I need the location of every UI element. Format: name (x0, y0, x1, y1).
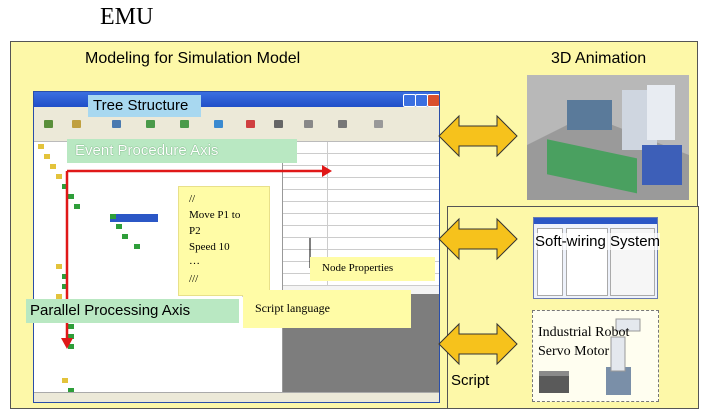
script-line: … (189, 255, 200, 267)
script-label: Script (451, 372, 490, 389)
tree-node-selected (110, 214, 158, 222)
close-icon (427, 94, 439, 107)
animation-heading: 3D Animation (551, 50, 647, 67)
softwiring-thumbnail (533, 217, 658, 299)
servo-motor-image (539, 371, 569, 393)
script-line: // (189, 193, 196, 205)
property-row (283, 202, 439, 214)
toolbar-icon (214, 120, 223, 128)
script-line: Speed 10 (189, 241, 230, 253)
property-row (283, 178, 439, 190)
parallel-processing-axis-label: Parallel Processing Axis (26, 299, 239, 323)
robot-label-line2: Servo Motor (538, 344, 610, 359)
diagram-title: EMU (100, 4, 154, 30)
toolbar-icon (374, 120, 383, 128)
tree-structure-label: Tree Structure (88, 95, 201, 117)
parallel-axis-arrowhead (61, 338, 73, 349)
script-line: /// (189, 273, 199, 285)
softwiring-label: Soft-wiring System (535, 233, 661, 250)
script-line: Move P1 to (189, 209, 241, 221)
event-procedure-axis-label: Event Procedure Axis (67, 139, 297, 163)
toolbar-icon (146, 120, 155, 128)
double-headed-arrow-icon (438, 114, 518, 158)
script-line: P2 (189, 225, 201, 237)
toolbar-icon (246, 120, 255, 128)
toolbar-icon (338, 120, 347, 128)
property-row (283, 142, 439, 154)
toolbar-icon (180, 120, 189, 128)
robot-label-line1: Industrial Robot (538, 325, 630, 340)
property-row (283, 154, 439, 166)
robot-arm-image (606, 318, 641, 395)
modeling-heading: Modeling for Simulation Model (85, 50, 301, 67)
app-menu-bar (34, 107, 439, 117)
toolbar-icon (44, 120, 53, 128)
property-row (283, 214, 439, 226)
property-row (283, 238, 439, 250)
script-language-label: Script language (243, 290, 411, 328)
toolbar-icon (72, 120, 81, 128)
node-properties-label: Node Properties (310, 257, 435, 281)
3d-animation-thumbnail (527, 75, 689, 200)
toolbar-icon (112, 120, 121, 128)
property-row (283, 190, 439, 202)
toolbar-icon (304, 120, 313, 128)
property-row (283, 226, 439, 238)
app-status-bar (34, 392, 439, 402)
double-headed-arrow-icon (438, 322, 518, 366)
script-note: // Move P1 to P2 Speed 10 … /// (178, 186, 270, 296)
double-headed-arrow-icon (438, 217, 518, 261)
event-axis-arrowhead (322, 165, 332, 177)
toolbar-icon (274, 120, 283, 128)
